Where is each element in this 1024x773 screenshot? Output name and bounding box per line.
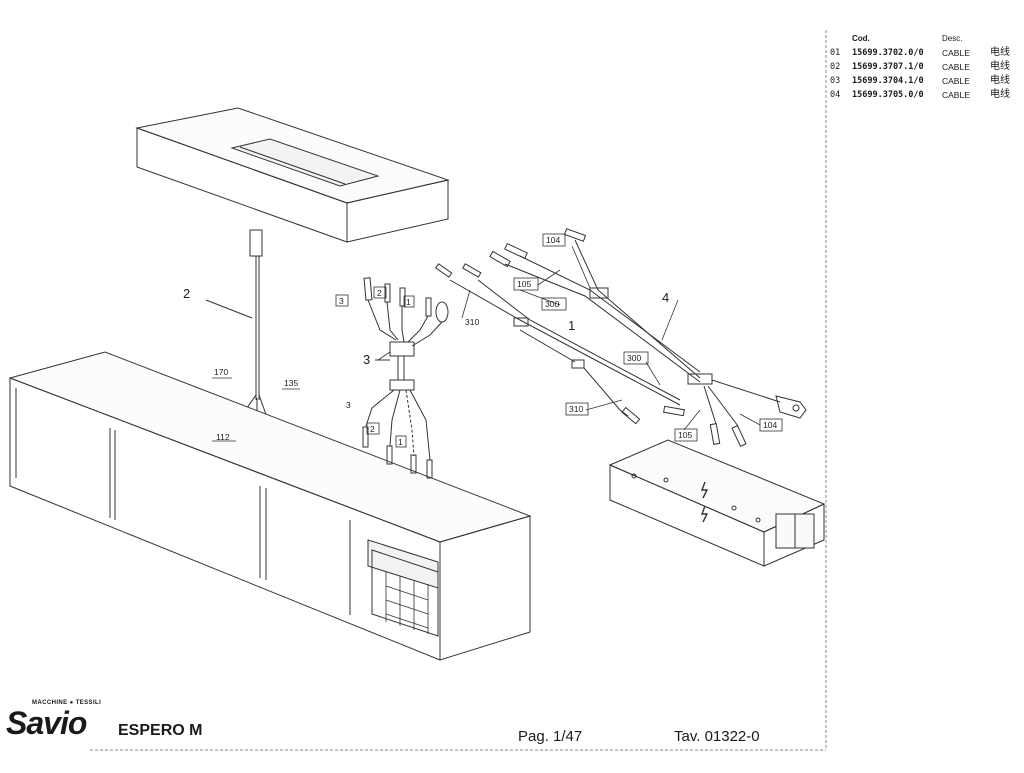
row-desc-cn: 电线 — [990, 61, 1010, 72]
label-3a: 3 — [339, 296, 344, 306]
row-no: 03 — [830, 76, 841, 86]
cable-duct — [608, 439, 826, 567]
row-desc: CABLE — [942, 62, 970, 72]
callout-1: 1 — [568, 318, 575, 333]
label-112: 112 — [216, 432, 230, 442]
label-2a: 2 — [377, 288, 382, 298]
label-104a: 104 — [546, 235, 560, 245]
callout-3: 3 — [363, 352, 370, 367]
callout-4: 4 — [662, 290, 669, 305]
row-code: 15699.3705.0/0 — [852, 90, 924, 100]
label-104b: 104 — [763, 420, 777, 430]
boxed-labels — [212, 233, 783, 448]
cable-3 — [362, 277, 449, 479]
table-row: 03 15699.3704.1/0 CABLE 电线 — [826, 74, 1016, 88]
table-row: 02 15699.3707.1/0 CABLE 电线 — [826, 60, 1016, 74]
upper-box — [135, 107, 450, 243]
label-2b: 2 — [370, 424, 375, 434]
label-310a: 310 — [465, 317, 479, 327]
leader-lines — [377, 245, 761, 431]
row-desc-cn: 电线 — [990, 47, 1010, 58]
row-desc-cn: 电线 — [990, 89, 1010, 100]
label-170: 170 — [214, 367, 228, 377]
table-row: 01 15699.3702.0/0 CABLE 电线 — [826, 46, 1016, 60]
label-300b: 300 — [627, 353, 641, 363]
brand-tagline: MACCHINE ● TESSILI — [32, 700, 102, 706]
label-105a: 105 — [517, 279, 531, 289]
model-name: ESPERO M — [118, 722, 203, 739]
cable-4 — [489, 228, 807, 447]
row-desc: CABLE — [942, 76, 970, 86]
row-code: 15699.3704.1/0 — [852, 76, 924, 86]
table-number: Tav. 01322-0 — [674, 728, 760, 745]
parts-table-header: Cod. Desc. — [826, 32, 1016, 46]
label-135: 135 — [284, 378, 298, 388]
label-3b: 3 — [346, 400, 351, 410]
row-desc: CABLE — [942, 48, 970, 58]
label-105b: 105 — [678, 430, 692, 440]
callout-2: 2 — [183, 286, 190, 301]
label-310b: 310 — [569, 404, 583, 414]
label-1b: 1 — [398, 437, 403, 447]
brand-logo: Savio — [6, 705, 87, 741]
row-no: 01 — [830, 48, 841, 58]
row-no: 04 — [830, 90, 841, 100]
row-desc-cn: 电线 — [990, 75, 1010, 86]
row-desc: CABLE — [942, 90, 970, 100]
machine-cabinet — [8, 351, 532, 661]
page-number: Pag. 1/47 — [518, 728, 583, 745]
label-1a: 1 — [406, 297, 411, 307]
row-no: 02 — [830, 62, 841, 72]
header-code: Cod. — [852, 34, 870, 43]
cable-1 — [435, 263, 685, 425]
parts-table: Cod. Desc. 01 15699.3702.0/0 CABLE 电线 02… — [826, 32, 1016, 102]
header-desc: Desc. — [942, 34, 963, 43]
row-code: 15699.3707.1/0 — [852, 62, 924, 72]
row-code: 15699.3702.0/0 — [852, 48, 924, 58]
table-row: 04 15699.3705.0/0 CABLE 电线 — [826, 88, 1016, 102]
label-300a: 300 — [545, 299, 559, 309]
